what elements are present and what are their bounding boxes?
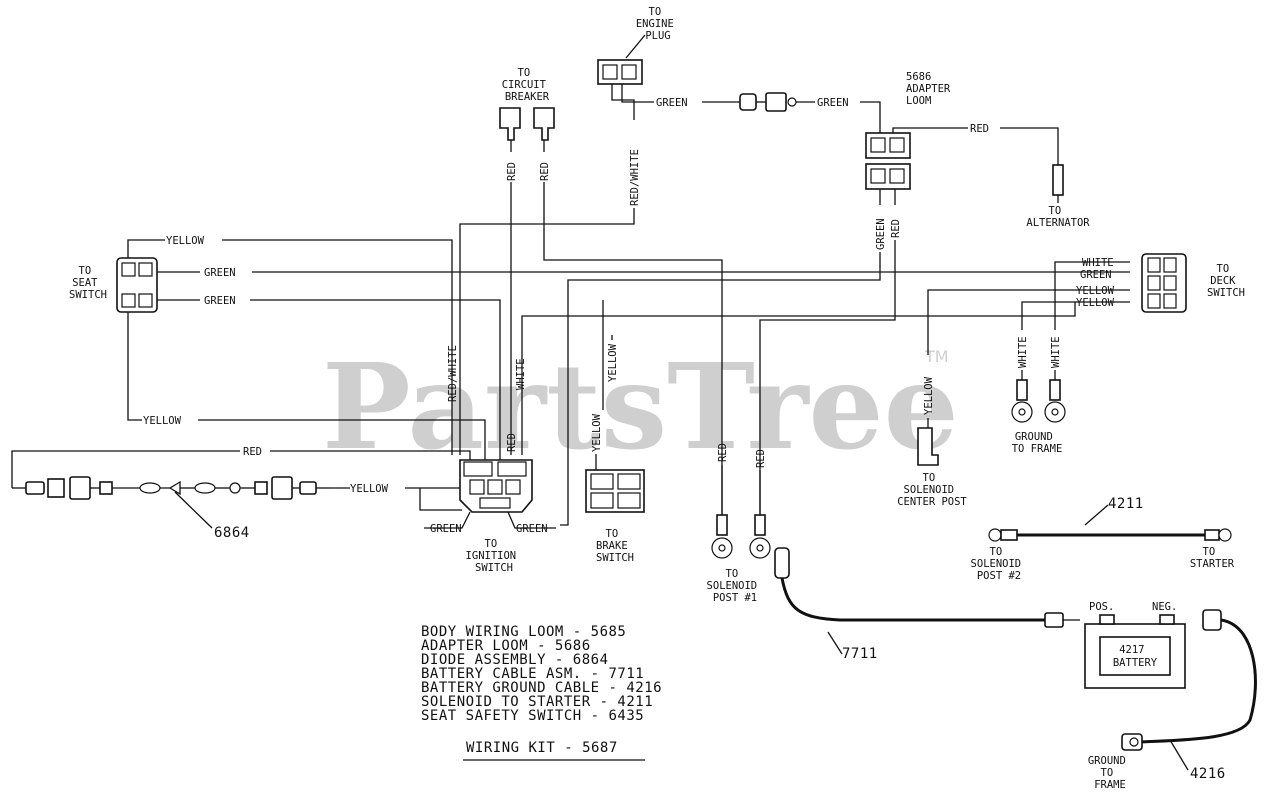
wire-label-green: GREEN [204, 295, 236, 307]
wire-label-green: GREEN [817, 97, 849, 109]
label-seat-switch: TO SEAT SWITCH [69, 265, 107, 301]
wire-label-green: GREEN [1080, 269, 1112, 281]
component-labels: TO ENGINE PLUG TO CIRCUIT BREAKER 5686 A… [69, 6, 1245, 791]
wire-label-red-white: RED/WHITE [447, 345, 459, 402]
wire-label-red: RED [243, 446, 262, 458]
wire-label-red-white: RED/WHITE [629, 149, 641, 206]
label-deck-switch: TO DECK SWITCH [1207, 263, 1245, 299]
parts-legend: BODY WIRING LOOM - 5685 ADAPTER LOOM - 5… [421, 624, 662, 761]
diode-assembly-harness [25, 476, 330, 500]
watermark-brand: PartsTree [322, 337, 959, 476]
label-battery: 4217 BATTERY [1113, 644, 1158, 669]
wire-label-red: RED [970, 123, 989, 135]
ignition-switch-connector [459, 459, 533, 513]
callout-7711: 7711 [842, 646, 878, 662]
wire-label-green: GREEN [430, 523, 462, 535]
label-adapter-loom: 5686 ADAPTER LOOM [906, 71, 957, 107]
legend-item: BATTERY CABLE ASM. - 7711 [421, 666, 644, 682]
wire-label-white: WHITE [1082, 257, 1114, 269]
legend-item: BATTERY GROUND CABLE - 4216 [421, 680, 662, 696]
inline-green-connector [739, 92, 797, 112]
wire-label-yellow: YELLOW [607, 343, 619, 382]
wire-label-red: RED [890, 219, 902, 238]
label-brake-switch: TO BRAKE SWITCH [596, 528, 634, 564]
adapter-loom-connector [865, 132, 911, 190]
legend-item: ADAPTER LOOM - 5686 [421, 638, 591, 654]
engine-plug-connector [597, 59, 643, 85]
legend-kit: WIRING KIT - 5687 [466, 740, 618, 756]
solenoid-center-terminal [917, 427, 939, 466]
wire-label-red: RED [755, 449, 767, 468]
label-battery-neg: NEG. [1152, 601, 1177, 613]
legend-item: SEAT SAFETY SWITCH - 6435 [421, 708, 644, 724]
legend-item: SOLENOID TO STARTER - 4211 [421, 694, 653, 710]
wire-label-yellow: YELLOW [166, 235, 205, 247]
wire-label-red: RED [539, 162, 551, 181]
callout-4216: 4216 [1190, 766, 1226, 782]
label-battery-pos: POS. [1089, 601, 1114, 613]
ring-terminals [711, 379, 1066, 559]
brake-switch-connector [585, 469, 645, 513]
watermark-tm: TM [924, 347, 949, 366]
wire-label-white: WHITE [515, 358, 527, 390]
label-ground-frame-1: GROUND TO FRAME [1012, 431, 1063, 455]
wire-label-white: WHITE [1017, 336, 1029, 368]
cables [774, 504, 1257, 771]
label-circuit-breaker: TO CIRCUIT BREAKER [502, 67, 553, 103]
wire-label-green: GREEN [516, 523, 548, 535]
legend-item: DIODE ASSEMBLY - 6864 [421, 652, 609, 668]
circuit-breaker-terminals [499, 107, 555, 141]
wire-label-green: GREEN [204, 267, 236, 279]
label-solenoid-post-1: TO SOLENOID POST #1 [707, 568, 764, 604]
legend-item: BODY WIRING LOOM - 5685 [421, 624, 626, 640]
wire-label-yellow: YELLOW [923, 376, 935, 415]
wire-label-green: GREEN [656, 97, 688, 109]
wire-label-red: RED [506, 433, 518, 452]
label-solenoid-post-2: TO SOLENOID POST #2 [971, 546, 1028, 582]
label-engine-plug: TO ENGINE PLUG [636, 6, 680, 42]
wire-label-white: WHITE [1050, 336, 1062, 368]
wire-label-yellow: YELLOW [1076, 297, 1115, 309]
wire-label-red: RED [717, 443, 729, 462]
callout-4211: 4211 [1108, 496, 1144, 512]
label-starter: TO STARTER [1190, 546, 1235, 570]
callout-6864: 6864 [214, 525, 250, 541]
wire-labels: YELLOW GREEN GREEN YELLOW RED YELLOW GRE… [143, 97, 1115, 535]
wire-label-red: RED [506, 162, 518, 181]
label-solenoid-center-post: TO SOLENOID CENTER POST [897, 472, 967, 508]
wire-label-yellow: YELLOW [143, 415, 182, 427]
wire-label-yellow: YELLOW [1076, 285, 1115, 297]
label-alternator: TO ALTERNATOR [1026, 205, 1090, 229]
label-ground-frame-2: GROUND TO FRAME [1088, 755, 1132, 791]
alternator-terminal [1052, 164, 1064, 203]
battery-4217 [1084, 614, 1186, 689]
wire-label-green: GREEN [875, 218, 887, 250]
wire-label-yellow: YELLOW [591, 413, 603, 452]
wire-label-yellow: YELLOW [350, 483, 389, 495]
seat-switch-connector [116, 257, 158, 313]
label-ignition-switch: TO IGNITION SWITCH [466, 538, 523, 574]
deck-switch-connector [1141, 253, 1187, 313]
wires [11, 83, 1130, 529]
